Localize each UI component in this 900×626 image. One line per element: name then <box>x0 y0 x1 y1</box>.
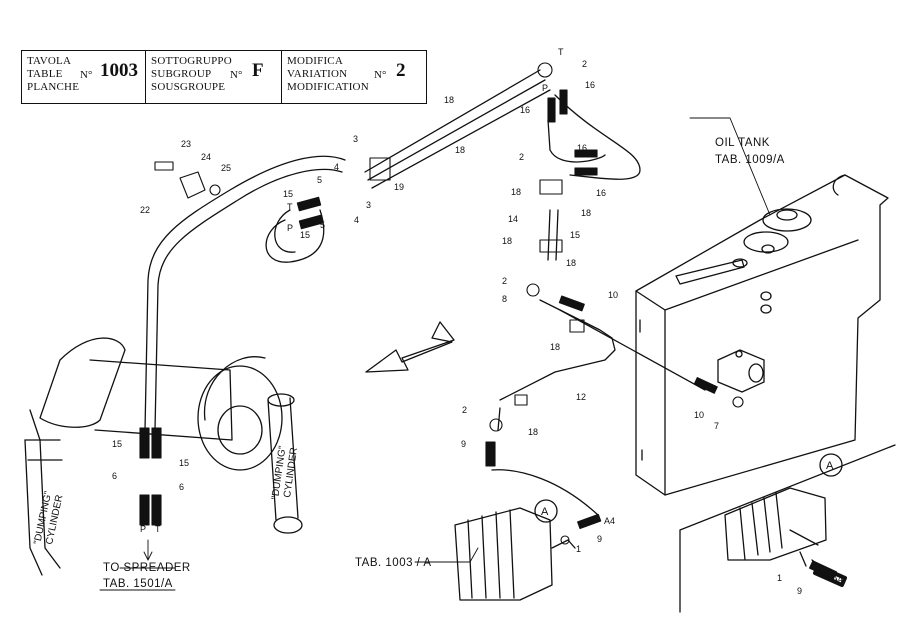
dumping-cylinder-assembly <box>24 337 303 576</box>
callout-12: 15 <box>112 439 122 449</box>
callout-3: 3 <box>353 134 358 144</box>
direction-arrow <box>365 321 455 373</box>
table-label-it: TAVOLA <box>27 55 72 67</box>
subgroup-no-sign: N° <box>230 69 243 81</box>
callout-14: 12 <box>576 392 586 402</box>
callout-18: 18 <box>566 258 576 268</box>
callout-2: 2 <box>582 59 587 69</box>
callout-16: 15 <box>570 230 580 240</box>
subgroup-label-fr: SOUSGROUPE <box>151 81 226 93</box>
callout-2: 2 <box>462 405 467 415</box>
callout-22: 22 <box>140 205 150 215</box>
callout-10: 10 <box>608 290 618 300</box>
part-callouts: 2 16 16 18 18 3 4 5 19 15 3 4 5 15 23 24… <box>112 59 802 596</box>
callout-18: 18 <box>502 236 512 246</box>
modification-no-sign: N° <box>374 69 387 81</box>
port-p-loop: P <box>287 223 293 233</box>
detail-a-mark-valve: A <box>541 506 549 518</box>
modification-value: 2 <box>396 60 406 81</box>
modification-label-fr: MODIFICATION <box>287 81 369 93</box>
port-a4-detail: A4 <box>832 574 843 584</box>
callout-9: 9 <box>797 586 802 596</box>
callout-10: 10 <box>694 410 704 420</box>
subgroup-label-it: SOTTOGRUPPO <box>151 55 232 67</box>
leader-lines <box>99 117 771 591</box>
callout-23: 23 <box>181 139 191 149</box>
callout-4: 4 <box>334 162 339 172</box>
valve-ref-label: TAB. 1003 / A <box>355 557 432 569</box>
port-p-hoses: P <box>140 524 146 534</box>
callout-11: 16 <box>577 143 587 153</box>
callout-12: 15 <box>283 189 293 199</box>
callout-15: 14 <box>508 214 518 224</box>
table-label-fr: PLANCHE <box>27 81 80 93</box>
callout-6: 6 <box>112 471 117 481</box>
to-spreader-ref-label: TAB. 1501/A <box>103 578 173 590</box>
callout-17: 18 <box>444 95 454 105</box>
port-p-top: P <box>542 83 548 93</box>
callout-18: 18 <box>550 342 560 352</box>
callout-6: 6 <box>179 482 184 492</box>
callout-9: 9 <box>597 534 602 544</box>
callout-2: 2 <box>519 152 524 162</box>
to-spreader-label: TO SPREADER <box>103 562 191 574</box>
callout-5: 5 <box>320 220 325 230</box>
callout-8: 8 <box>502 294 507 304</box>
table-no-sign: N° <box>80 69 93 81</box>
oil-tank-ref-label: TAB. 1009/A <box>715 154 785 166</box>
modification-label-it: MODIFICA <box>287 55 343 67</box>
hose-lines <box>144 69 706 516</box>
table-cell: TAVOLA TABLE PLANCHE N° 1003 <box>22 51 146 103</box>
port-t-hoses: T <box>155 524 161 534</box>
callout-11: 16 <box>520 105 530 115</box>
callout-12: 15 <box>300 230 310 240</box>
callout-1: 1 <box>777 573 782 583</box>
callout-18: 18 <box>528 427 538 437</box>
detail-a-mark-panel: A <box>826 460 834 472</box>
control-valve <box>454 499 576 601</box>
oil-tank-label: OIL TANK <box>715 137 770 149</box>
callout-1: 1 <box>576 544 581 554</box>
callout-3: 3 <box>366 200 371 210</box>
callout-18: 18 <box>581 208 591 218</box>
subgroup-value: F <box>252 60 264 81</box>
title-block: TAVOLA TABLE PLANCHE N° 1003 SOTTOGRUPPO… <box>21 50 427 104</box>
modification-cell: MODIFICA VARIATION MODIFICATION N° 2 <box>282 51 426 103</box>
callout-24: 24 <box>201 152 211 162</box>
subgroup-cell: SOTTOGRUPPO SUBGROUP SOUSGROUPE N° F <box>146 51 282 103</box>
oil-tank <box>635 174 889 496</box>
callout-9: 9 <box>461 439 466 449</box>
subgroup-label-en: SUBGROUP <box>151 68 212 80</box>
modification-label-en: VARIATION <box>287 68 348 80</box>
callout-18: 18 <box>511 187 521 197</box>
callout-4: 4 <box>354 215 359 225</box>
callout-7: 7 <box>714 421 719 431</box>
callout-17: 18 <box>455 145 465 155</box>
port-t-loop: T <box>287 202 293 212</box>
callout-12: 15 <box>179 458 189 468</box>
port-a4-valve: A4 <box>604 516 615 526</box>
table-label-en: TABLE <box>27 68 63 80</box>
fittings <box>139 62 838 580</box>
callout-11: 16 <box>596 188 606 198</box>
callout-11: 16 <box>585 80 595 90</box>
port-t-top: T <box>558 47 564 57</box>
callout-2: 2 <box>502 276 507 286</box>
table-number: 1003 <box>100 60 138 81</box>
callout-5: 5 <box>317 175 322 185</box>
callout-25: 25 <box>221 163 231 173</box>
text-labels: OIL TANK TAB. 1009/A TO SPREADER TAB. 15… <box>32 47 843 590</box>
callout-19: 19 <box>394 182 404 192</box>
